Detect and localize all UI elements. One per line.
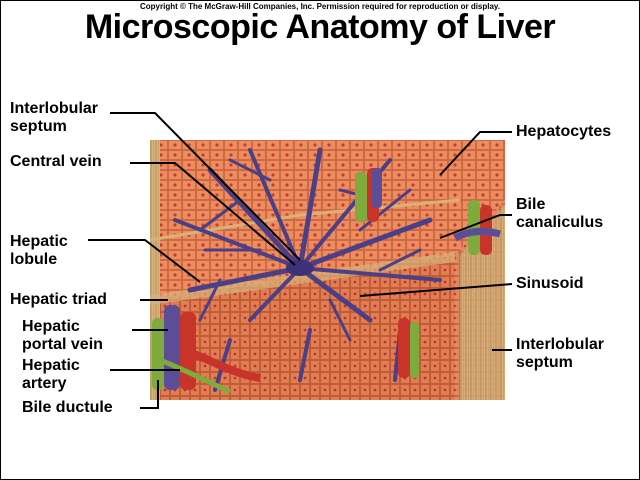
label-line: lobule <box>10 251 58 268</box>
leader-lines <box>88 112 513 409</box>
label-interlobular-septum-left: Interlobular septum <box>10 100 98 136</box>
label-hepatic-artery: Hepatic artery <box>22 357 80 393</box>
label-sinusoid: Sinusoid <box>516 275 584 292</box>
label-line: portal vein <box>22 336 103 353</box>
label-line: Interlobular <box>10 100 99 117</box>
label-line: Interlobular <box>516 336 605 353</box>
label-bile-ductule: Bile ductule <box>22 399 113 416</box>
label-central-vein: Central vein <box>10 153 102 170</box>
label-line: Bile <box>516 196 546 213</box>
label-line: artery <box>22 375 67 392</box>
label-hepatic-portal-vein: Hepatic portal vein <box>22 318 103 354</box>
label-line: Hepatic <box>22 318 80 335</box>
label-line: septum <box>516 354 573 371</box>
hepatic-triad-right <box>453 200 501 255</box>
label-hepatocytes: Hepatocytes <box>516 123 612 140</box>
hepatic-triad-front-left <box>152 305 261 395</box>
label-bile-canaliculus: Bile canaliculus <box>516 196 603 232</box>
label-line: canaliculus <box>516 214 604 231</box>
label-hepatic-lobule: Hepatic lobule <box>10 233 68 269</box>
copyright-notice: Copyright © The McGraw-Hill Companies, I… <box>139 2 501 11</box>
hepatic-triad-back <box>355 168 382 222</box>
label-line: septum <box>10 118 67 135</box>
page-title: Microscopic Anatomy of Liver <box>84 8 556 46</box>
label-hepatic-triad: Hepatic triad <box>10 291 107 308</box>
label-line: Hepatic <box>22 357 80 374</box>
central-vein-shape <box>286 260 314 276</box>
sinusoid-network <box>173 147 442 392</box>
label-interlobular-septum-right: Interlobular septum <box>516 336 604 372</box>
hepatic-triad-front-right <box>398 318 419 378</box>
label-line: Hepatic <box>10 233 68 250</box>
